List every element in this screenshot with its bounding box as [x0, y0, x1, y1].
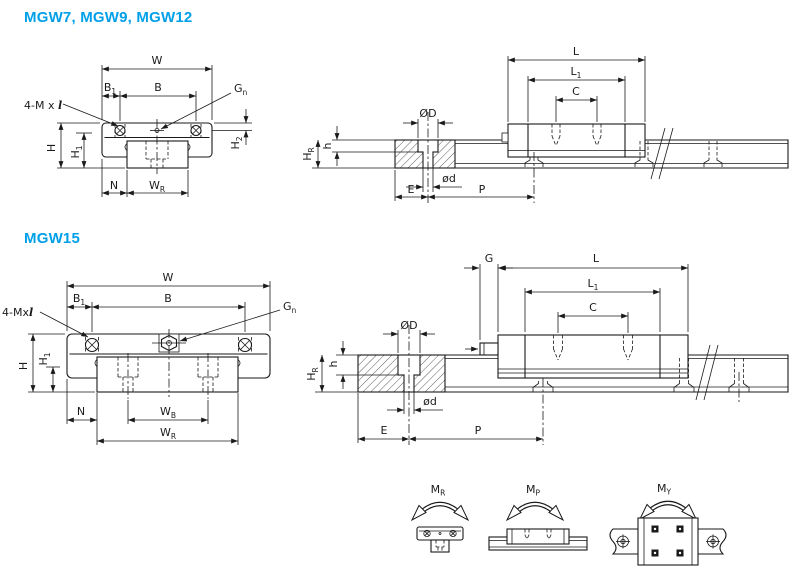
block-side — [507, 123, 646, 158]
dim-label-h1-2: H1 — [37, 352, 52, 365]
bolt-spec-label-2: 4-Mxl — [2, 306, 33, 319]
dim-label-p-2: P — [475, 424, 482, 437]
dim-label-b-1: B — [154, 81, 162, 94]
dim-label-h-1: H — [45, 144, 58, 152]
mount-hole-icon — [237, 337, 253, 353]
dim-label-hr-1: HR — [301, 147, 316, 161]
dim-label-l1-2: L1 — [588, 277, 599, 292]
moment-label-mr: MR — [431, 483, 446, 498]
rail-hole-side — [634, 141, 654, 167]
roll-arrow-icon — [410, 501, 470, 522]
rail-hole-side — [524, 157, 544, 167]
dim-label-h-small-1: h — [321, 142, 334, 149]
mount-hole-icon — [190, 124, 202, 137]
dim-label-wb: WB — [160, 405, 176, 420]
dim-label-hr-2: HR — [305, 367, 320, 381]
dim-label-b-2: B — [164, 292, 172, 305]
dim-label-c-2: C — [589, 301, 597, 314]
dim-label-l1-1: L1 — [571, 65, 582, 80]
mount-hole-icon — [84, 337, 100, 353]
dim-label-p-1: P — [479, 183, 486, 196]
moment-label-my: MY — [657, 482, 672, 497]
block-thread-hole — [551, 124, 561, 147]
grease-port — [501, 132, 509, 143]
block-thread-hole — [623, 335, 633, 361]
block-side — [497, 334, 689, 379]
rail-hole-side — [673, 358, 695, 392]
dim-label-b1-1: B1 — [104, 81, 117, 96]
grease-nipple — [479, 342, 499, 356]
dim-label-w-2: W — [163, 271, 174, 284]
section1-title: MGW7, MGW9, MGW12 — [24, 9, 192, 26]
mgw15-front-view: W B1 B Gn 4-Mxl H H1 N WB WR — [2, 271, 297, 445]
dim-label-n-2: N — [77, 405, 85, 418]
dim-label-wr-2: WR — [160, 426, 176, 441]
moment-my: MY — [609, 482, 727, 566]
dim-label-gn-1: Gn — [234, 82, 248, 97]
moment-mp: MP — [488, 483, 588, 551]
dim-label-wr-1: WR — [149, 179, 165, 194]
block-thread-hole — [553, 335, 563, 361]
dim-label-n-1: N — [110, 179, 118, 192]
rail-bolt-hole-hidden — [117, 353, 139, 399]
pitch-arrow-icon — [505, 501, 565, 522]
moment-label-mp: MP — [526, 483, 541, 498]
dim-label-h2: H2 — [229, 136, 244, 149]
dim-label-dia-small-2: ød — [423, 395, 437, 408]
rail-bolt-hole-hidden — [145, 141, 169, 168]
dim-label-l-1: L — [573, 45, 580, 58]
rail-hole-side — [532, 381, 554, 392]
dim-label-h-small-2: h — [327, 360, 340, 367]
section2-title: MGW15 — [24, 230, 80, 247]
rail-break-lines — [695, 344, 719, 401]
dim-label-g: G — [485, 252, 494, 265]
rail-hole-side — [703, 141, 723, 167]
mgw7-side-view: HR h ØD — [301, 45, 789, 203]
bolt-spec-label-1: 4-M x l — [24, 99, 62, 112]
dim-label-b1-2: B1 — [73, 292, 86, 307]
yaw-arrow-icon — [638, 500, 698, 521]
dim-label-l-2: L — [593, 252, 600, 265]
block-thread-hole — [592, 124, 602, 147]
dim-label-e-1: E — [408, 183, 415, 196]
dim-label-c-1: C — [572, 85, 580, 98]
dim-label-h-2: H — [17, 362, 30, 370]
rail-bolt-hole-hidden — [197, 353, 219, 399]
moment-diagrams: MR MP — [410, 482, 727, 566]
rail-break-lines — [650, 127, 674, 180]
rail-front — [126, 140, 189, 169]
mount-hole-icon — [114, 124, 126, 137]
dim-label-dia-small-1: ød — [442, 172, 456, 185]
block-top-mini — [609, 517, 727, 566]
block-side-mini — [488, 528, 588, 551]
dim-label-h1-1: H1 — [69, 145, 84, 158]
carriage-front-mini — [416, 526, 464, 553]
mgw15-side-view: HR h ØD — [305, 252, 789, 445]
mgw7-front-view: W B1 B Gn 4-M x l H H1 H2 N WR — [24, 54, 252, 197]
dim-label-gn-2: Gn — [283, 300, 297, 315]
dim-label-e-2: E — [381, 424, 388, 437]
moment-mr: MR — [410, 483, 470, 553]
bolt-icons — [651, 525, 684, 557]
dim-label-w-1: W — [152, 54, 163, 67]
rail-hole-side — [728, 358, 750, 402]
rail-front — [96, 356, 239, 393]
